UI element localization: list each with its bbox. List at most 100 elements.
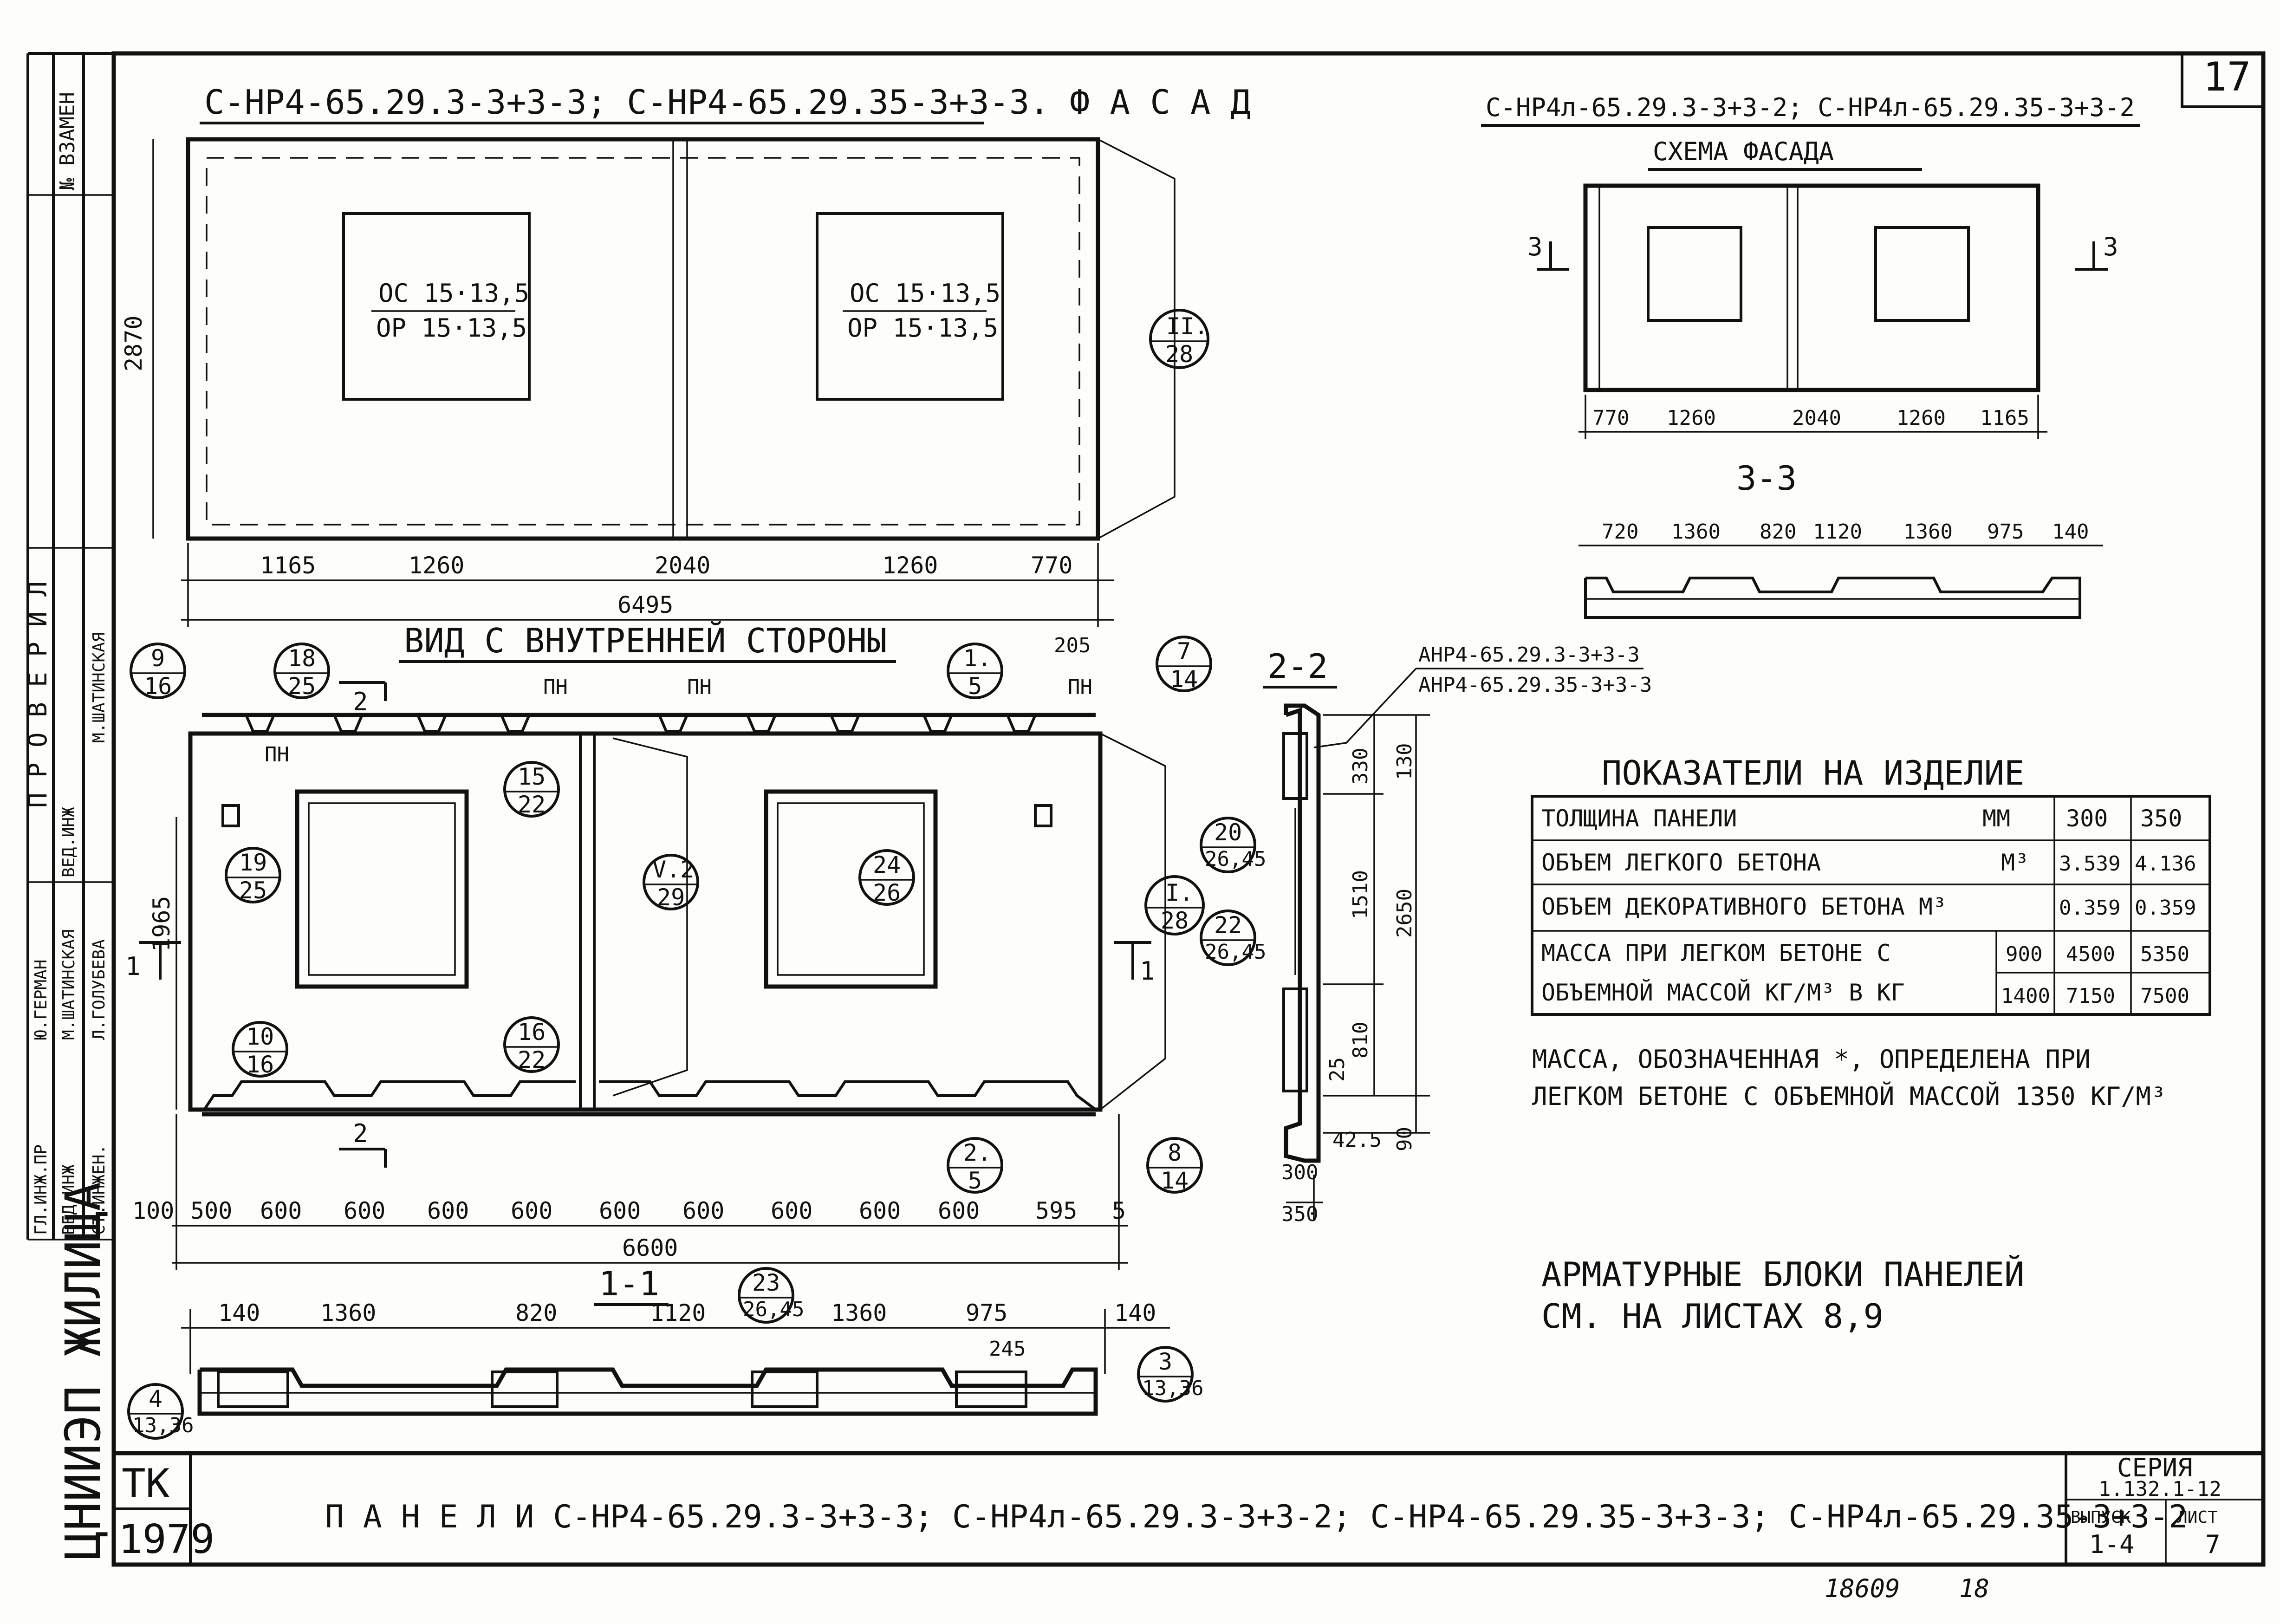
inner-callout-8: I. 28 [1144, 875, 1205, 935]
inner-dim-5: 600 [511, 1197, 552, 1224]
stamp-name-1: М.ШАТИНСКАЯ [59, 929, 78, 1040]
rebar-note-1: АРМАТУРНЫЕ БЛОКИ ПАНЕЛЕЙ [1541, 1255, 2024, 1294]
inner-callout-3: 7 14 [1156, 636, 1212, 693]
section-2-2-title: 2-2 [1267, 647, 1328, 686]
inner-callout-5-top: 19 [239, 849, 267, 876]
inner-callout-2-top: 1. [963, 645, 991, 672]
inner-dim-3: 600 [344, 1197, 385, 1224]
facade-total-dim: 6495 [617, 591, 673, 618]
inner-dim-7: 600 [682, 1197, 724, 1224]
inner-callout-4-top: 15 [518, 763, 546, 790]
inner-callout-10: 16 22 [503, 1016, 560, 1073]
section-2-2-thickness-1: 350 [1281, 1202, 1318, 1226]
section-2-2-dim-6: 90 [1393, 1127, 1416, 1151]
checked-label: П Р О В Е Р И Л [23, 581, 52, 808]
ind-row-2-v2: 0.359 [2135, 896, 2196, 920]
section-2-2-dim-5: 25 [1325, 1057, 1349, 1082]
inner-callout-1-top: 18 [288, 645, 316, 672]
facade-dim-1: 1260 [409, 552, 464, 579]
ind-mass-0-v1: 4500 [2066, 942, 2115, 966]
inner-callout-10-top: 16 [518, 1019, 546, 1046]
section-2-2-dim-3: 1510 [1349, 870, 1372, 919]
scheme-subtitle: СХЕМА ФАСАДА [1653, 137, 1834, 166]
ind-row-1-v1: 3.539 [2059, 852, 2120, 876]
scheme-dim-4: 1165 [1980, 406, 2029, 430]
inner-dim-4: 600 [427, 1197, 469, 1224]
stamp-role-2: СТ.ИНЖЕН. [90, 1144, 109, 1235]
facade-dim-2: 2040 [655, 552, 710, 579]
section-2-2-callout-0: 20 26,45 [1200, 817, 1266, 873]
indicators-table [1531, 795, 2211, 1016]
inner-panel [188, 713, 1166, 1117]
section-3-3-dim-5: 975 [1987, 520, 2024, 544]
inner-callout-11-top: 2. [963, 1139, 991, 1166]
facade-window-2-top: ОС 15·13,5 [850, 279, 1000, 308]
ind-row-0-v1: 300 [2066, 805, 2108, 832]
ind-row-0-v2: 350 [2140, 805, 2182, 832]
section-2-2-dim-1: 330 [1349, 748, 1372, 785]
inner-callout-2: 1. 5 [947, 643, 1003, 700]
series-value: 1.132.1-12 [2098, 1477, 2222, 1501]
rebar-note-2: СМ. НА ЛИСТАХ 8,9 [1541, 1297, 1884, 1336]
pn-label-1: ПН [265, 743, 289, 767]
inner-callout-9: 10 16 [232, 1021, 288, 1078]
mass-note-2: ЛЕГКОМ БЕТОНЕ С ОБЪЕМНОЙ МАССОЙ 1350 КГ/… [1532, 1082, 2166, 1111]
section-3-3-dim-3: 1120 [1813, 520, 1862, 544]
ind-mass-label-2: ОБЪЕМНОЙ МАССОЙ КГ/М³ В КГ [1541, 979, 1905, 1006]
mass-note-1: МАССА, ОБОЗНАЧЕННАЯ *, ОПРЕДЕЛЕНА ПРИ [1532, 1045, 2091, 1074]
section-2-2-callout-1: 22 26,45 [1200, 909, 1266, 966]
side-stamp [26, 52, 114, 1241]
facade-callout: II. 28 [1149, 309, 1209, 369]
section-2-2-dim-2: 2650 [1393, 889, 1416, 938]
ind-mass-1-density: 1400 [2001, 984, 2050, 1008]
section-1-1-dim-5: 975 [966, 1299, 1007, 1326]
scheme-dim-0: 770 [1592, 406, 1629, 430]
facade-dim-0: 1165 [260, 552, 316, 579]
block-label-1: АНР4-65.29.35-3+3-3 [1418, 673, 1652, 697]
section-1-1-callout-2-top: 3 [1158, 1348, 1172, 1375]
section-3-3-dim-4: 1360 [1903, 520, 1953, 544]
ind-mass-label-1: МАССА ПРИ ЛЕГКОМ БЕТОНЕ С [1541, 940, 1891, 967]
inner-callout-3-top: 7 [1177, 638, 1191, 665]
inner-callout-4-bottom: 22 [518, 791, 546, 818]
section-1-1-dim-1: 1360 [320, 1299, 376, 1326]
block-label-0: АНР4-65.29.3-3+3-3 [1418, 643, 1640, 667]
inner-callout-5: 19 25 [225, 847, 281, 904]
ind-mass-0-density: 900 [2006, 942, 2042, 966]
section-1-1-title: 1-1 [599, 1264, 659, 1303]
org-name: ЦНИИЭП ЖИЛИЩА [55, 1182, 111, 1560]
inner-dim-0: 100 [132, 1197, 174, 1224]
inner-dim-line [172, 1114, 1128, 1270]
stamp-name-0: Ю.ГЕРМАН [32, 960, 51, 1040]
section-2-2-dim-0: 130 [1393, 743, 1416, 780]
ind-row-2-label: ОБЪЕМ ДЕКОРАТИВНОГО БЕТОНА М³ [1541, 893, 1947, 920]
inner-callout-12-bottom: 14 [1161, 1167, 1189, 1194]
indicators-title: ПОКАЗАТЕЛИ НА ИЗДЕЛИЕ [1602, 754, 2024, 793]
inner-dim-11: 595 [1035, 1197, 1077, 1224]
inner-callout-0: 9 16 [130, 643, 186, 700]
section-1-1-dim-6: 140 [1114, 1299, 1156, 1326]
section-1-1-dim-2: 820 [515, 1299, 557, 1326]
inner-dim-8: 600 [771, 1197, 812, 1224]
ind-mass-1-v1: 7150 [2066, 984, 2115, 1008]
page-value: 7 [2205, 1530, 2221, 1559]
inner-callout-6: V.2 29 [643, 854, 699, 911]
doc-code: ТК [122, 1461, 170, 1507]
section-1-1-dim-3: 1120 [650, 1299, 706, 1326]
facade-dim-3: 1260 [882, 552, 938, 579]
ind-mass-1-v2: 7500 [2140, 984, 2189, 1008]
replace-label: № ВЗАМЕН [56, 92, 79, 190]
section-2-2-thickness-0: 300 [1281, 1161, 1318, 1184]
inner-callout-10-bottom: 22 [518, 1046, 546, 1073]
inner-section-mark-2-bottom: 2 [353, 1119, 368, 1148]
doc-year: 1979 [118, 1516, 214, 1563]
section-3-3-dim-6: 140 [2052, 520, 2089, 544]
inner-callout-6-top: V.2 [652, 856, 694, 883]
inner-top-anchors [245, 714, 1037, 733]
pn-label-2: ПН [543, 676, 568, 699]
inner-callout-4: 15 22 [503, 761, 560, 818]
facade-dim-line [181, 543, 1114, 627]
scheme-dim-3: 1260 [1897, 406, 1946, 430]
ind-row-1-unit: М³ [2001, 849, 2029, 876]
section-2-2-callout-1-bottom: 26,45 [1205, 940, 1266, 964]
